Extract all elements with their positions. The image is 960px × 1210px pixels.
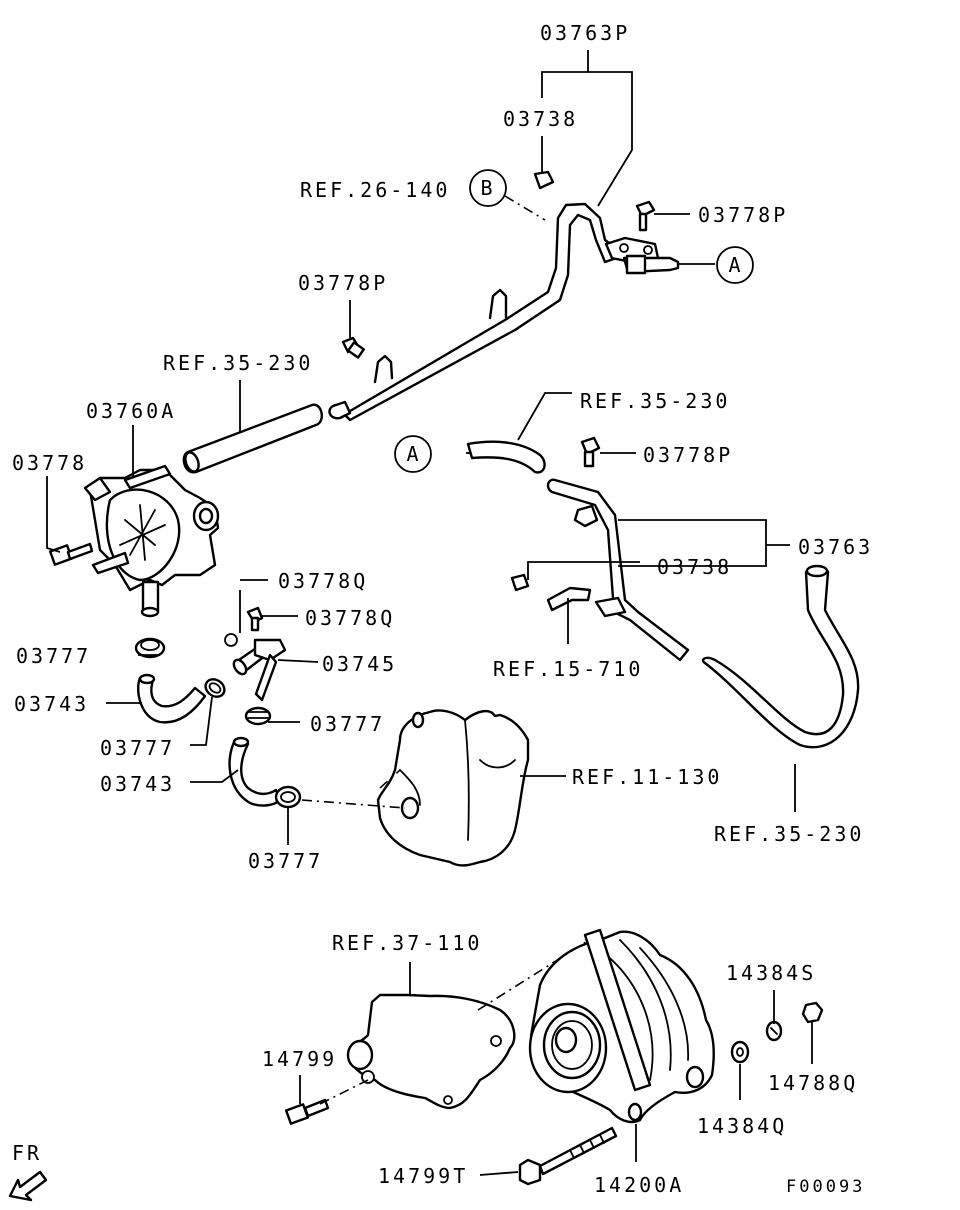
timing-cover-ref-37-110 xyxy=(346,993,516,1110)
clamp-03777-c xyxy=(244,706,272,726)
label-03778Q-a: 03778Q xyxy=(278,569,368,593)
washer-14384Q xyxy=(730,1040,750,1064)
alternator-14200A xyxy=(528,928,715,1124)
vacuum-pump xyxy=(83,464,220,618)
label-14384S: 14384S xyxy=(726,961,816,985)
hose-ref-35-230-right-short xyxy=(466,440,546,474)
label-front-direction: FR xyxy=(12,1141,42,1165)
label-ref-26-140: REF.26-140 xyxy=(300,178,450,202)
ref-circle-a-lower: A xyxy=(394,435,432,473)
leader-lines xyxy=(46,50,813,1176)
bolt-14799 xyxy=(284,1098,330,1125)
engine-block-ref-11-130 xyxy=(376,709,530,867)
label-03763: 03763 xyxy=(798,535,873,559)
label-03778P-upper: 03778P xyxy=(698,203,788,227)
spring-washer-14384S xyxy=(765,1020,783,1042)
label-03778P-mid: 03778P xyxy=(298,271,388,295)
label-03778P-right: 03778P xyxy=(643,443,733,467)
label-03778: 03778 xyxy=(12,451,87,475)
label-03777-a: 03777 xyxy=(16,644,91,668)
label-ref-35-230-lower: REF.35-230 xyxy=(714,822,864,846)
label-03760A: 03760A xyxy=(86,399,176,423)
pump-bolt-03778 xyxy=(48,542,94,566)
clamp-03777-b xyxy=(204,678,226,698)
label-ref-35-230-right: REF.35-230 xyxy=(580,389,730,413)
alignment-lines xyxy=(301,195,587,1105)
label-14799: 14799 xyxy=(262,1047,337,1071)
label-03777-b: 03777 xyxy=(310,712,385,736)
label-03743-a: 03743 xyxy=(14,692,89,716)
ref-letter-b: B xyxy=(480,176,495,200)
label-ref-35-230-upper: REF.35-230 xyxy=(163,351,313,375)
hose-ref-35-230-upper xyxy=(182,403,323,474)
nut-14788Q xyxy=(801,1001,824,1024)
label-ref-15-710: REF.15-710 xyxy=(493,657,643,681)
ref-circle-a-upper: A xyxy=(716,246,754,284)
label-14384Q: 14384Q xyxy=(697,1114,787,1138)
label-03738-right: 03738 xyxy=(657,555,732,579)
plug-03738-upper xyxy=(533,170,555,190)
label-03778Q-b: 03778Q xyxy=(305,606,395,630)
label-14200A: 14200A xyxy=(594,1173,684,1197)
hose-ref-15-710 xyxy=(546,586,592,612)
label-ref-37-110: REF.37-110 xyxy=(332,931,482,955)
label-14799T: 14799T xyxy=(378,1164,468,1188)
vacuum-pipe-03763 xyxy=(546,478,690,662)
label-03763P: 03763P xyxy=(540,21,630,45)
clamp-03777-a xyxy=(134,637,166,659)
ref-circle-b: B xyxy=(469,169,507,207)
ref-letter-a-upper: A xyxy=(728,253,743,277)
connector-03745 xyxy=(224,606,287,702)
label-03777-c: 03777 xyxy=(100,736,175,760)
label-14788Q: 14788Q xyxy=(768,1071,858,1095)
label-ref-11-130: REF.11-130 xyxy=(572,765,722,789)
plug-03738-right xyxy=(510,573,530,592)
diagram-id: F00093 xyxy=(786,1177,865,1197)
pipe-bolt-03778P-upper xyxy=(635,200,656,232)
pipe-bolt-03778P-right xyxy=(580,436,601,468)
label-03777-d: 03777 xyxy=(248,849,323,873)
label-03745: 03745 xyxy=(322,652,397,676)
label-03743-b: 03743 xyxy=(100,772,175,796)
ref-letter-a-lower: A xyxy=(406,442,421,466)
hose-ref-35-230-right-long xyxy=(701,564,860,749)
pipe-bolt-03778P-mid xyxy=(341,336,365,359)
clamp-03777-d xyxy=(274,785,302,809)
front-direction-arrow xyxy=(8,1170,48,1202)
vacuum-pipe-upper xyxy=(328,202,680,422)
bolt-14799T xyxy=(518,1126,618,1186)
hose-03743-a xyxy=(137,673,207,724)
label-03738-upper: 03738 xyxy=(503,107,578,131)
